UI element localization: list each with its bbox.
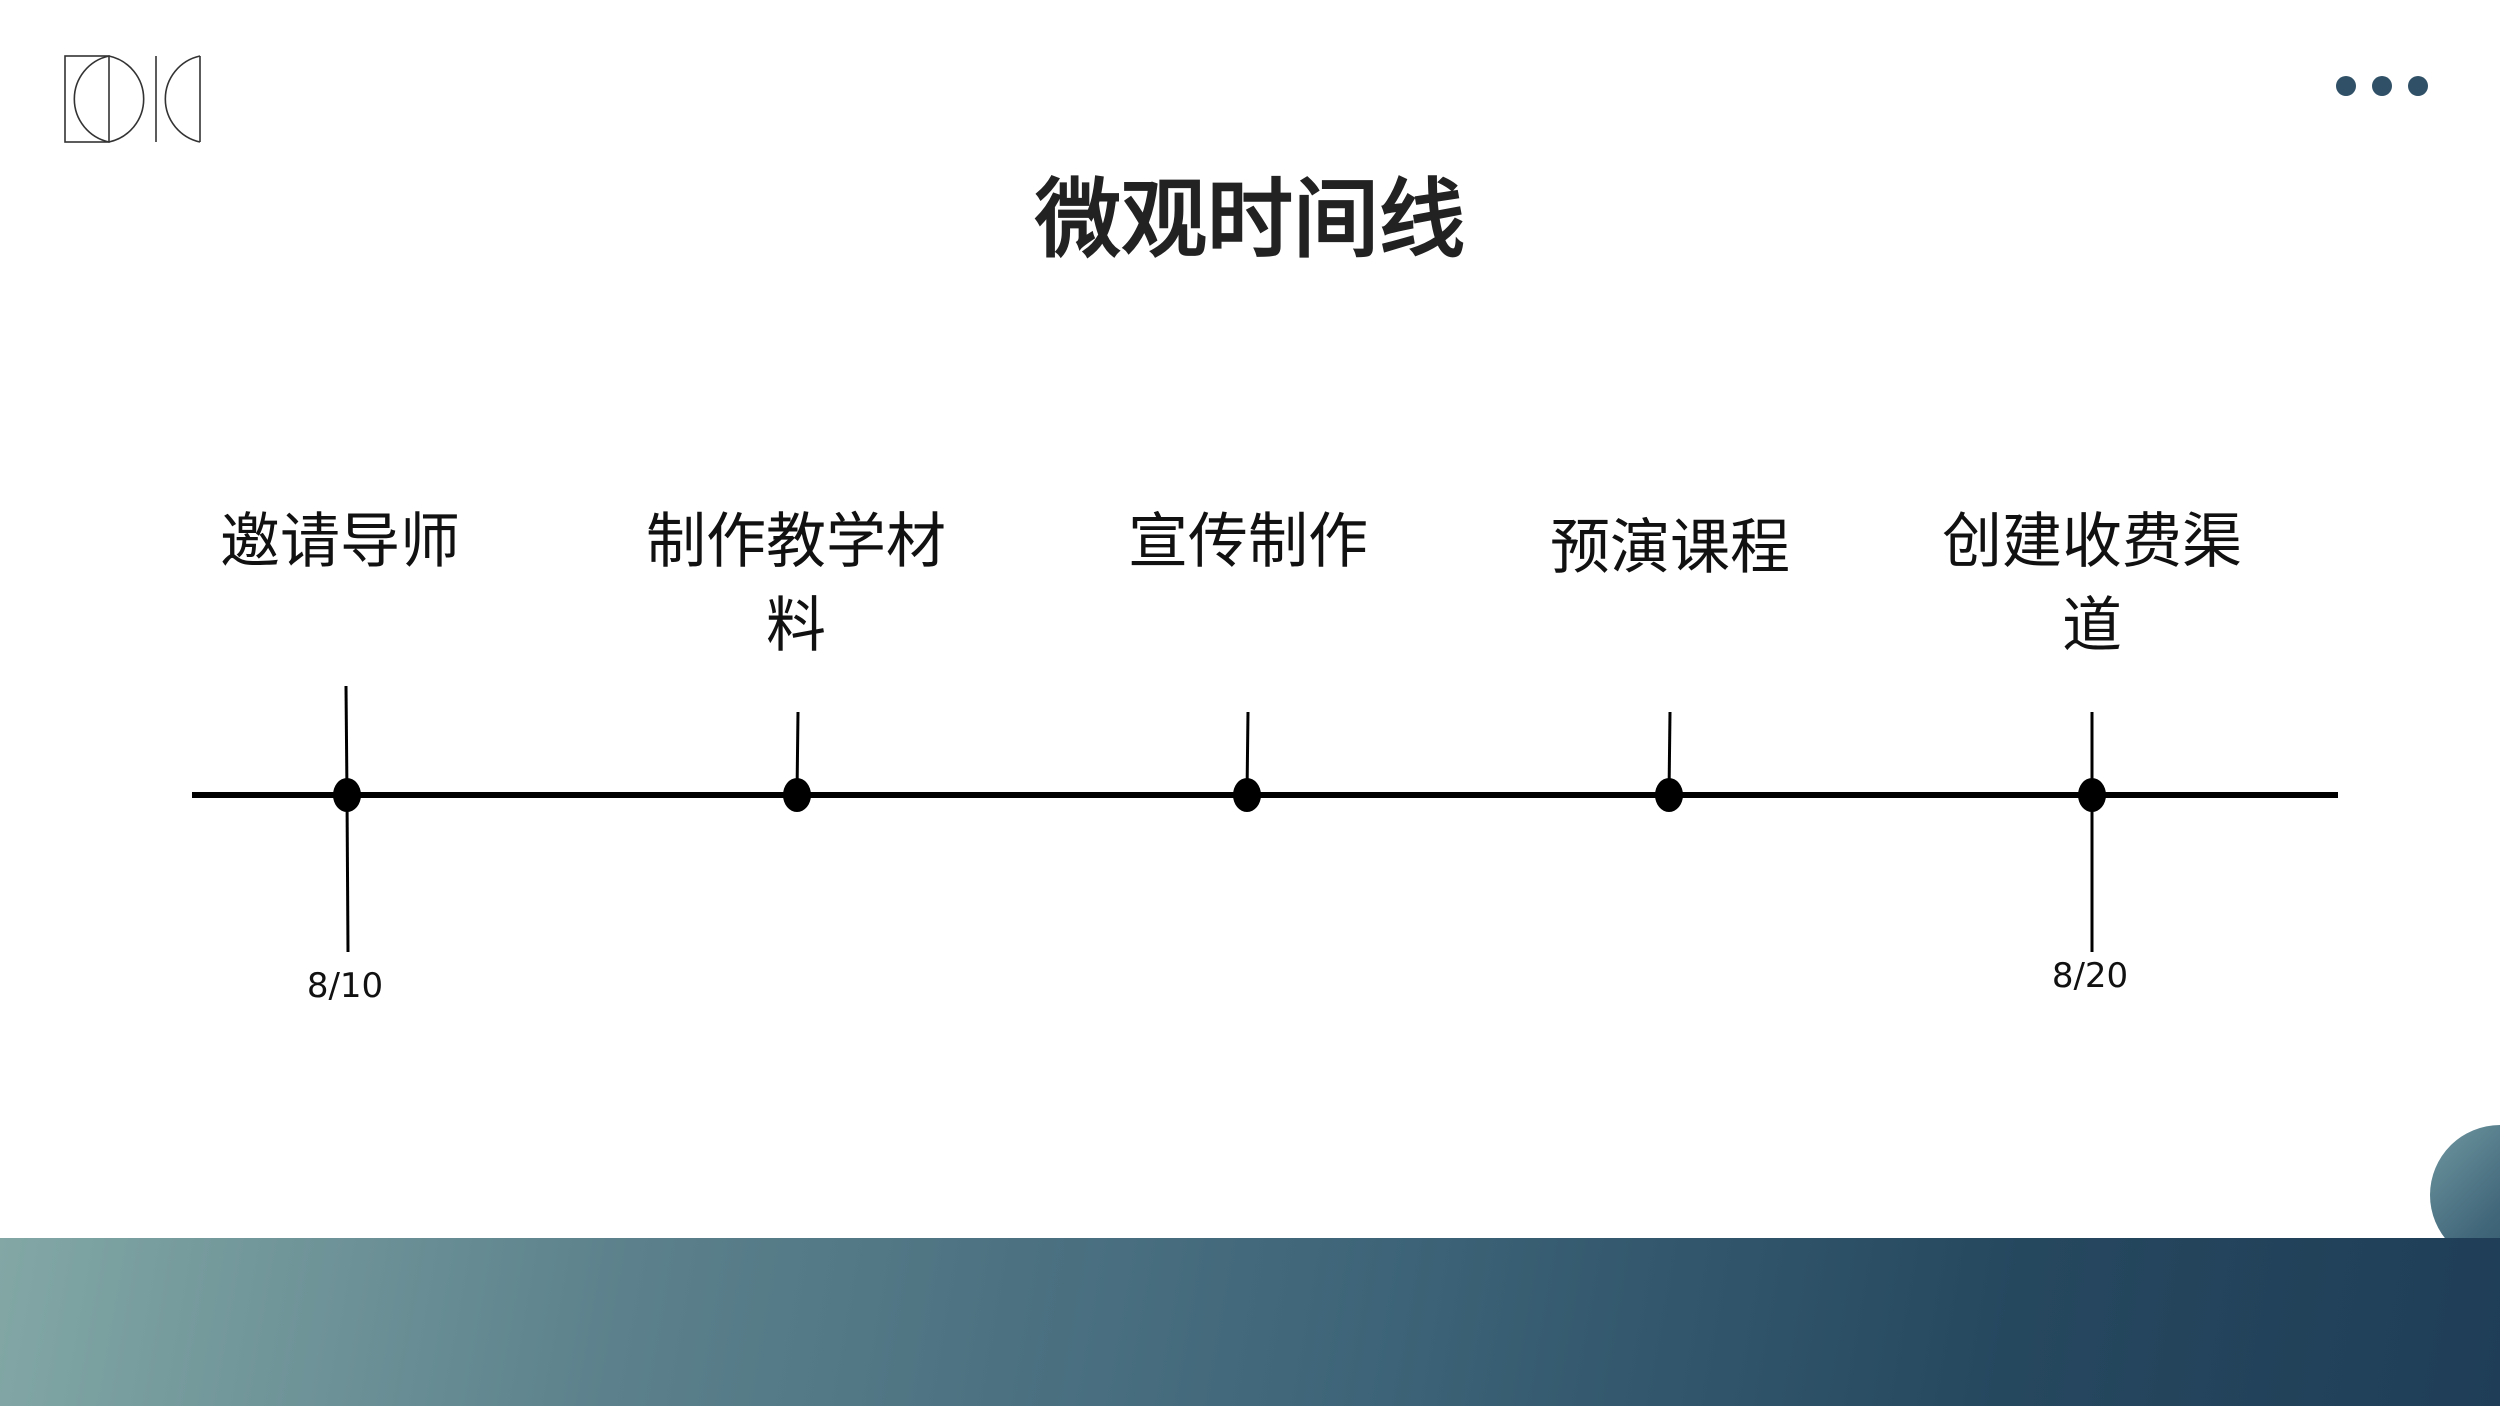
milestone-label-promotion: 宣传制作 (1128, 507, 1368, 577)
date-label-start: 8/10 (306, 966, 384, 1006)
milestone-label-teaching-materials: 制作教学材料 (646, 507, 946, 661)
milestone-dot-1 (333, 778, 361, 812)
milestone-label-invite-mentor: 邀请导师 (220, 507, 460, 577)
tick-up-1 (344, 685, 349, 796)
page-title: 微观时间线 (1035, 169, 1465, 270)
milestone-dot-4 (1655, 778, 1683, 812)
milestone-label-rehearsal: 预演课程 (1550, 513, 1790, 583)
more-dots-icon[interactable] (2334, 74, 2434, 98)
date-label-end: 8/20 (2051, 956, 2129, 996)
milestone-label-payment-channel: 创建收费渠道 (1942, 507, 2242, 661)
milestone-dot-2 (783, 778, 811, 812)
milestone-dot-5 (2078, 778, 2106, 812)
kdc-logo-icon (64, 55, 201, 143)
tick-down-1 (345, 794, 350, 953)
milestone-dot-3 (1233, 778, 1261, 812)
footer-gradient-band (0, 1238, 2500, 1406)
